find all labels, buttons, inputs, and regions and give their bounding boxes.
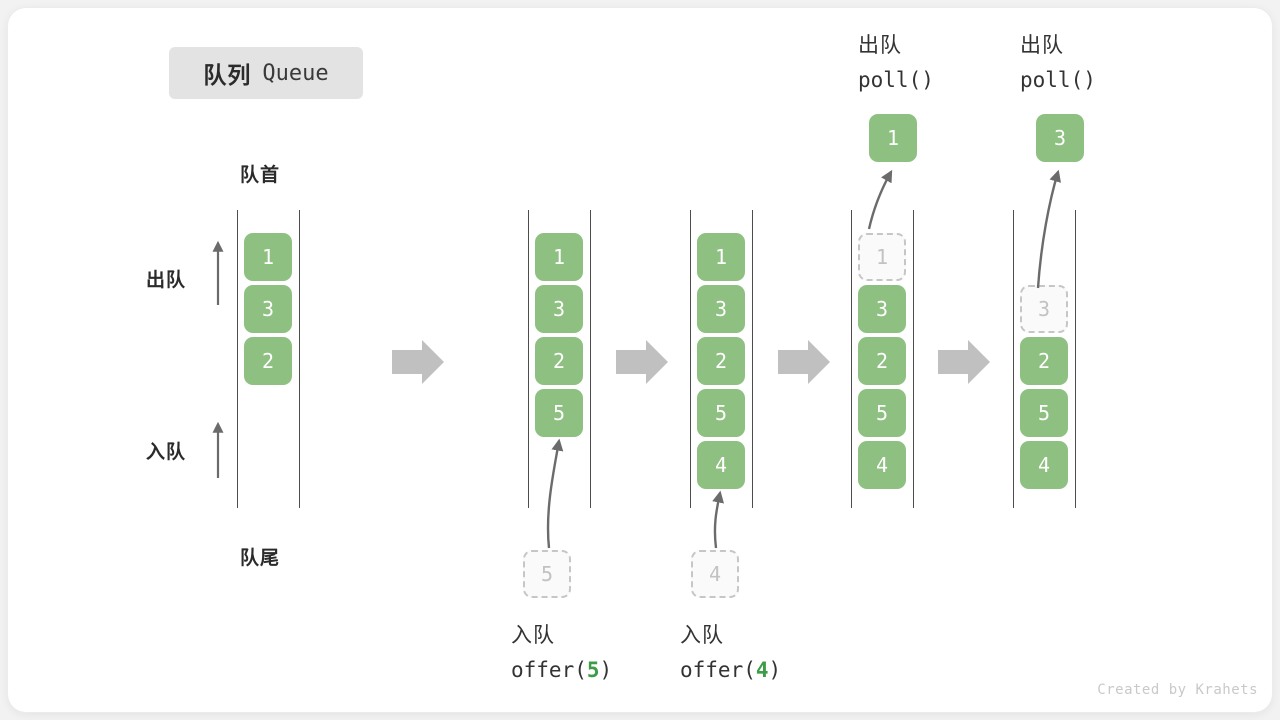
caption-poll-1: 出队 poll() [858,28,934,98]
diagram-card [8,8,1272,712]
queue-cell: 2 [244,337,292,385]
queue-cell: 4 [858,441,906,489]
queue-rail-right [752,210,753,508]
queue-rail-right [590,210,591,508]
caption-offer-4: 入队 offer(4) [680,618,781,688]
queue-tail-label: 队尾 [240,548,281,569]
queue-rail-left [1013,210,1014,508]
caption-cn: 出队 [858,34,902,57]
caption-cn: 出队 [1020,34,1064,57]
queue-cell: 3 [697,285,745,333]
queue-cell: 2 [535,337,583,385]
outgoing-element-3: 3 [1036,114,1084,162]
queue-cell: 4 [1020,441,1068,489]
queue-cell-removed: 3 [1020,285,1068,333]
title-en: Queue [262,60,329,86]
credit-text: Created by Krahets [1097,682,1258,698]
queue-rail-right [1075,210,1076,508]
incoming-element-4: 4 [691,550,739,598]
caption-cn: 入队 [680,624,724,647]
queue-rail-left [237,210,238,508]
queue-rail-right [299,210,300,508]
queue-cell: 3 [244,285,292,333]
caption-code: poll() [858,68,934,92]
queue-cell: 5 [535,389,583,437]
queue-cell: 5 [697,389,745,437]
caption-offer-5: 入队 offer(5) [511,618,612,688]
queue-cell: 4 [697,441,745,489]
queue-rail-left [851,210,852,508]
caption-poll-3: 出队 poll() [1020,28,1096,98]
outgoing-element-1: 1 [869,114,917,162]
incoming-element-5: 5 [523,550,571,598]
queue-cell: 1 [697,233,745,281]
queue-cell: 2 [1020,337,1068,385]
queue-cell: 1 [244,233,292,281]
caption-code: offer(4) [680,658,782,682]
queue-cell-removed: 1 [858,233,906,281]
caption-cn: 入队 [511,624,555,647]
queue-rail-left [528,210,529,508]
queue-cell: 5 [1020,389,1068,437]
dequeue-direction-label: 出队 [146,270,187,291]
caption-code: poll() [1020,68,1096,92]
queue-rail-right [913,210,914,508]
queue-cell: 3 [858,285,906,333]
queue-rail-left [690,210,691,508]
queue-cell: 2 [858,337,906,385]
queue-head-label: 队首 [240,165,281,186]
title-cn: 队列 [203,62,252,88]
caption-code: offer(5) [511,658,613,682]
enqueue-direction-label: 入队 [146,442,187,463]
queue-cell: 5 [858,389,906,437]
title-badge: 队列 Queue [169,47,363,99]
queue-cell: 2 [697,337,745,385]
queue-cell: 1 [535,233,583,281]
queue-cell: 3 [535,285,583,333]
